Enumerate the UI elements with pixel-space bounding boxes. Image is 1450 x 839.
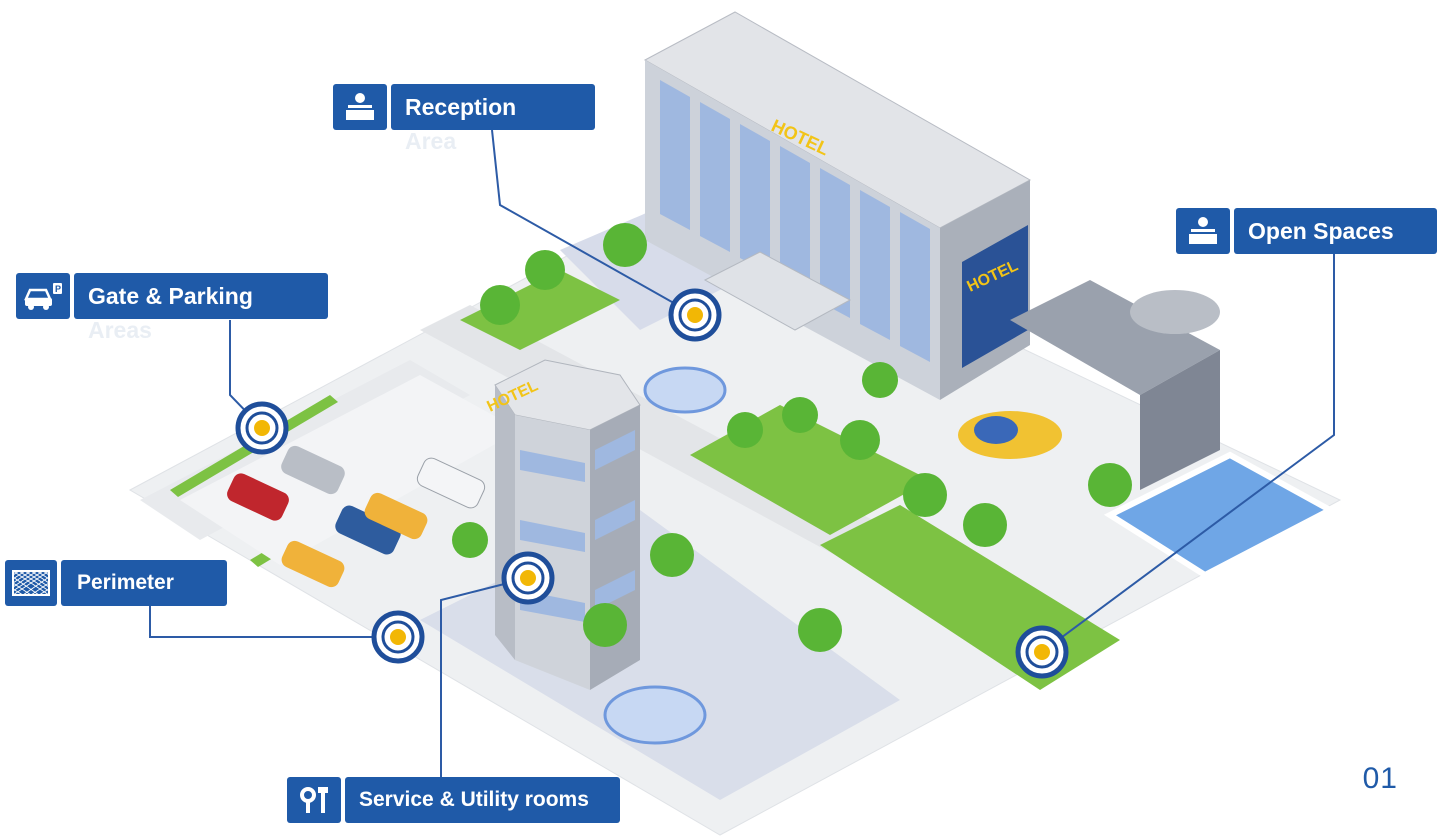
entrance-canopy (703, 251, 852, 331)
fence-icon (5, 560, 57, 606)
callout-reception[interactable]: Reception (333, 84, 595, 130)
callout-open-spaces[interactable]: Open Spaces (1176, 208, 1437, 254)
callout-reception-subtitle: Area (405, 128, 457, 154)
hotel-windows (660, 80, 930, 362)
marker-perimeter[interactable] (371, 610, 425, 664)
main-hotel-building: HOTEL HOTEL (643, 11, 1032, 400)
car-blue (335, 505, 401, 555)
pool-wing (958, 280, 1337, 579)
connector-lines (149, 129, 1335, 777)
umbrella-blue (974, 416, 1018, 444)
parked-cars (227, 445, 486, 588)
marker-service[interactable] (501, 551, 555, 605)
car-yellow-2 (281, 540, 345, 588)
tower-body-left (495, 385, 515, 660)
connector-reception (491, 129, 696, 316)
car-red (227, 473, 289, 521)
callout-perimeter[interactable]: Perimeter (5, 560, 227, 606)
callout-gate-parking-title: Gate & Parking (74, 273, 328, 319)
billboard (962, 225, 1028, 368)
palm-trees (452, 223, 1132, 652)
callout-service-utility-title: Service & Utility rooms (345, 777, 620, 823)
fountain-front (603, 685, 707, 745)
grass-front-left (460, 270, 620, 350)
callout-service-utility[interactable]: Service & Utility rooms (287, 777, 620, 823)
callout-gate-parking-subtitle: Areas (88, 317, 152, 343)
reception-desk-icon (1176, 208, 1230, 254)
car-silver (281, 445, 345, 495)
connector-perimeter (149, 606, 398, 638)
callout-open-spaces-title: Open Spaces (1234, 208, 1437, 254)
car-white-truck (416, 457, 486, 509)
fountain-back (643, 366, 727, 414)
umbrella-grey (1130, 290, 1220, 334)
marker-open-spaces[interactable] (1015, 625, 1069, 679)
tools-icon (287, 777, 341, 823)
callout-perimeter-title: Perimeter (61, 560, 227, 606)
svg-text:P: P (55, 284, 61, 294)
tower-body-front (515, 415, 590, 690)
marker-gate-parking[interactable] (235, 401, 289, 455)
car-parking-icon: P (16, 273, 70, 319)
callout-reception-title: Reception (391, 84, 595, 130)
marker-reception[interactable] (668, 288, 722, 342)
parking-lot (180, 375, 520, 565)
connector-service (440, 577, 529, 777)
page-number: 01 (1362, 762, 1398, 795)
reception-desk-icon (333, 84, 387, 130)
car-yellow-1 (364, 492, 428, 540)
connector-open-spaces (1041, 254, 1335, 653)
callout-gate-parking[interactable]: P Gate & Parking (16, 273, 328, 319)
